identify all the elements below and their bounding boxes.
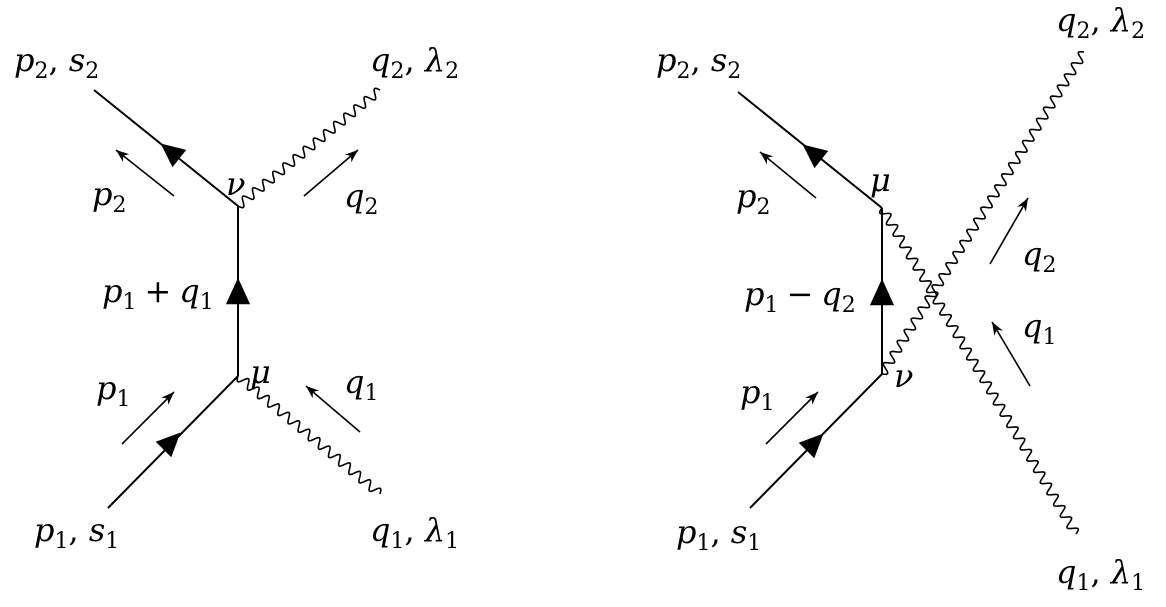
incoming-photon-label: q1, λ1 [370,511,460,554]
momentum-q1-label: q1 [1022,307,1057,350]
outgoing-photon-label: q2, λ2 [370,41,460,84]
incoming-fermion-arrowhead [798,433,824,459]
momentum-p1-label: p1 [96,369,131,412]
propagator-arrowhead [225,277,251,305]
momentum-p2-label: p2 [736,177,771,220]
outgoing-photon-line [237,87,381,209]
outgoing-photon-label: q2, λ2 [1056,1,1146,44]
momentum-p2-label: p2 [92,175,127,218]
momentum-q1-label: q1 [344,363,379,406]
propagator-arrowhead [869,278,895,306]
outgoing-fermion-arrowhead [160,143,187,168]
vertex-top-label: μ [870,161,891,199]
vertex-bottom-label: ν [894,357,914,395]
momentum-p2-arrow [759,151,817,199]
vertex-top-label: ν [226,165,246,203]
outgoing-fermion-label: p2, s2 [14,41,100,84]
propagator-momentum-label: p1−q2 [744,275,856,318]
incoming-fermion-label: p1, s1 [34,511,120,554]
propagator-momentum-label: p1+q1 [102,272,214,315]
incoming-fermion-label: p1, s1 [676,513,762,556]
outgoing-fermion-arrowhead [802,144,829,169]
momentum-q2-label: q2 [344,177,379,220]
momentum-p2-arrow [115,149,175,197]
momentum-q2-arrow [303,149,359,197]
momentum-q2-label: q2 [1022,235,1057,278]
momentum-q1-arrow [305,385,361,433]
momentum-p1-label: p1 [740,373,775,416]
momentum-p1-arrow [121,391,175,445]
outgoing-fermion-label: p2, s2 [656,41,742,84]
momentum-q2-arrow [989,197,1029,265]
outgoing-photon-line [881,50,1085,376]
incoming-photon-line [878,207,1080,535]
incoming-fermion-arrowhead [155,432,181,458]
incoming-photon-label: q1, λ1 [1056,553,1146,596]
vertex-bottom-label: μ [250,353,271,391]
momentum-q1-arrow [991,321,1031,387]
incoming-photon-line [236,375,382,495]
momentum-p1-arrow [765,391,819,445]
